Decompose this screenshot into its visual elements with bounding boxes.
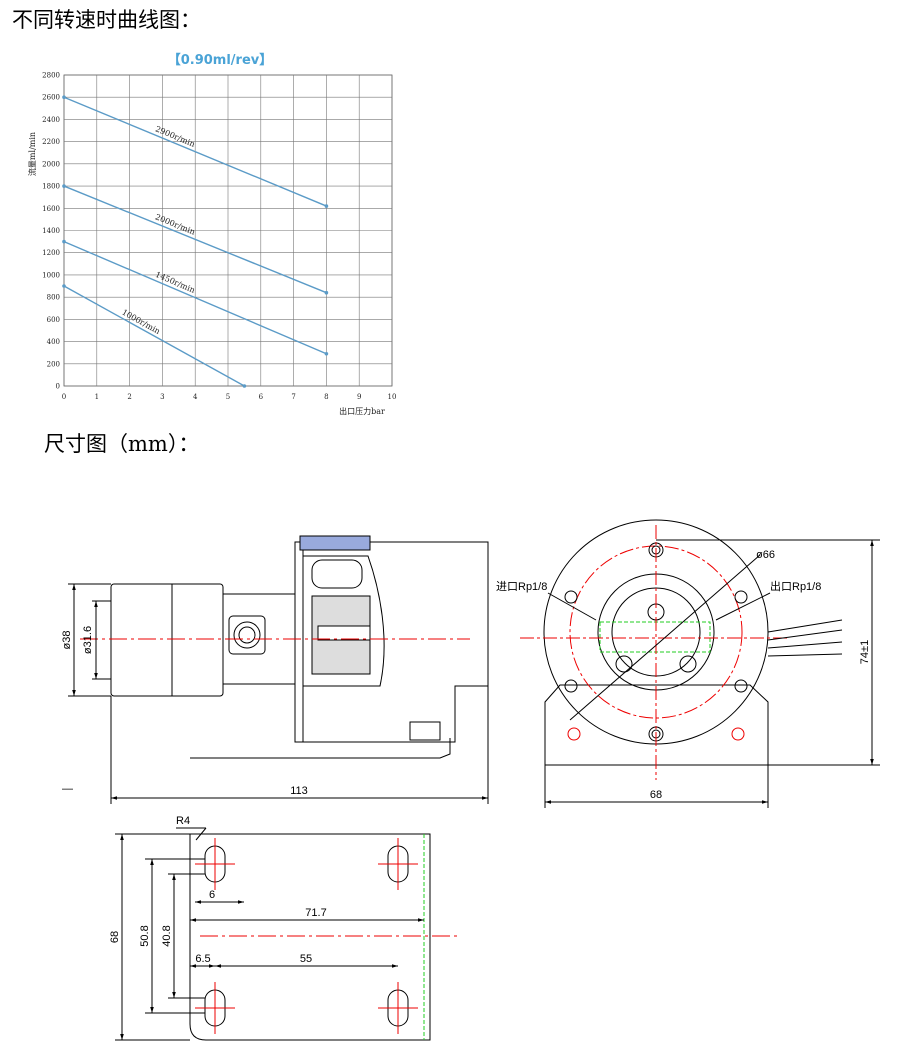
y-tick-label: 800 bbox=[47, 294, 60, 302]
x-tick-label: 9 bbox=[357, 393, 361, 401]
flow-pressure-chart: 【0.90ml/rev】 0 1 2 3 4 5 6 7 8 9 10 200 400 600 800 100… bbox=[27, 52, 396, 416]
dim-length-71-7: 71.7 bbox=[305, 907, 326, 919]
dim-40-8: 40.8 bbox=[161, 925, 173, 946]
y-tick-label: 1400 bbox=[42, 227, 60, 235]
port-block bbox=[228, 615, 266, 655]
flange-plate bbox=[294, 541, 304, 743]
y-tick-label: 2400 bbox=[42, 116, 60, 124]
series-point bbox=[62, 184, 66, 188]
x-tick-label: 6 bbox=[259, 393, 264, 401]
x-tick-label: 3 bbox=[160, 393, 164, 401]
front-view bbox=[520, 519, 880, 808]
x-tick-label: 0 bbox=[62, 393, 66, 401]
side-view bbox=[68, 535, 489, 804]
x-tick-label: 8 bbox=[324, 393, 328, 401]
y-tick-label: 200 bbox=[47, 360, 60, 368]
y-tick-label: 2000 bbox=[42, 160, 60, 168]
y-tick-label: 1000 bbox=[42, 271, 60, 279]
stray-dash: — bbox=[62, 783, 73, 795]
dim-length-113: 113 bbox=[290, 785, 308, 797]
diameter-leader bbox=[569, 554, 761, 721]
y-tick-label: 1600 bbox=[42, 205, 60, 213]
y-tick-label: 600 bbox=[47, 316, 60, 324]
dim-height-74: 74±1 bbox=[859, 640, 871, 664]
series-point bbox=[242, 384, 247, 388]
screw-head bbox=[409, 721, 441, 741]
curve-section-title: 不同转速时曲线图： bbox=[12, 8, 201, 32]
x-tick-label: 2 bbox=[127, 393, 131, 401]
base-outline bbox=[189, 833, 431, 1041]
chart-grid bbox=[63, 74, 393, 387]
dim-50-8: 50.8 bbox=[139, 925, 151, 946]
y-axis-label: 流量ml/min bbox=[27, 132, 37, 176]
y-tick-label: 1200 bbox=[42, 249, 60, 257]
port-outer bbox=[233, 621, 261, 649]
dim-width-68-side: 68 bbox=[109, 931, 121, 943]
dimension-drawings: ø38 ø31.6 113 — ø bbox=[61, 519, 880, 1041]
series-line bbox=[63, 285, 245, 387]
series-point bbox=[324, 351, 329, 356]
x-tick-label: 1 bbox=[95, 393, 99, 401]
port-inner bbox=[238, 626, 256, 644]
series-label: 1000r/min bbox=[120, 308, 161, 336]
x-tick-label: 5 bbox=[226, 393, 230, 401]
rotor-top bbox=[311, 559, 363, 589]
dim-6-5: 6.5 bbox=[195, 953, 210, 965]
x-axis-label: 出口压力bar bbox=[339, 406, 385, 416]
magnet-cup bbox=[303, 555, 385, 687]
series-line bbox=[63, 240, 327, 355]
flow-channel bbox=[599, 621, 711, 653]
dim-width-68-front: 68 bbox=[650, 789, 662, 801]
housing bbox=[303, 541, 489, 743]
top-cap bbox=[299, 535, 371, 551]
dim-55: 55 bbox=[300, 953, 312, 965]
dim-diameter-38: ø38 bbox=[61, 631, 73, 650]
chart-ticks: 0 1 2 3 4 5 6 7 8 9 10 200 400 600 800 1000 1200 1400 1600… bbox=[42, 72, 396, 402]
series-point bbox=[62, 95, 66, 100]
series-line bbox=[63, 185, 327, 294]
dim-diameter-66: ø66 bbox=[756, 549, 775, 561]
dim-slot-6: 6 bbox=[209, 889, 215, 901]
series-point bbox=[324, 290, 329, 295]
outlet-label: 出口Rp1/8 bbox=[770, 579, 821, 593]
y-tick-label: 400 bbox=[47, 338, 60, 346]
series-point bbox=[62, 239, 66, 244]
series-point bbox=[62, 284, 66, 288]
x-tick-label: 10 bbox=[388, 393, 397, 401]
series-point bbox=[324, 204, 329, 208]
dim-radius-4: R4 bbox=[176, 815, 190, 827]
y-tick-label: 1800 bbox=[42, 183, 60, 191]
y-tick-label-zero: 0 bbox=[56, 383, 60, 391]
chart-title: 【0.90ml/rev】 bbox=[168, 52, 273, 68]
y-tick-label: 2800 bbox=[42, 72, 60, 80]
motor-body bbox=[110, 583, 224, 697]
y-tick-label: 2200 bbox=[42, 138, 60, 146]
base-plate-view bbox=[115, 827, 458, 1041]
dimension-section-title: 尺寸图（mm）： bbox=[44, 432, 200, 456]
shaft-slot bbox=[317, 625, 371, 641]
series-line bbox=[63, 96, 327, 207]
x-tick-label: 7 bbox=[291, 393, 295, 401]
y-tick-label: 2600 bbox=[42, 94, 60, 102]
inlet-label: 进口Rp1/8 bbox=[496, 580, 547, 593]
x-tick-label: 4 bbox=[193, 393, 198, 401]
base-plate bbox=[190, 738, 451, 759]
dim-diameter-31-6: ø31.6 bbox=[82, 626, 94, 654]
